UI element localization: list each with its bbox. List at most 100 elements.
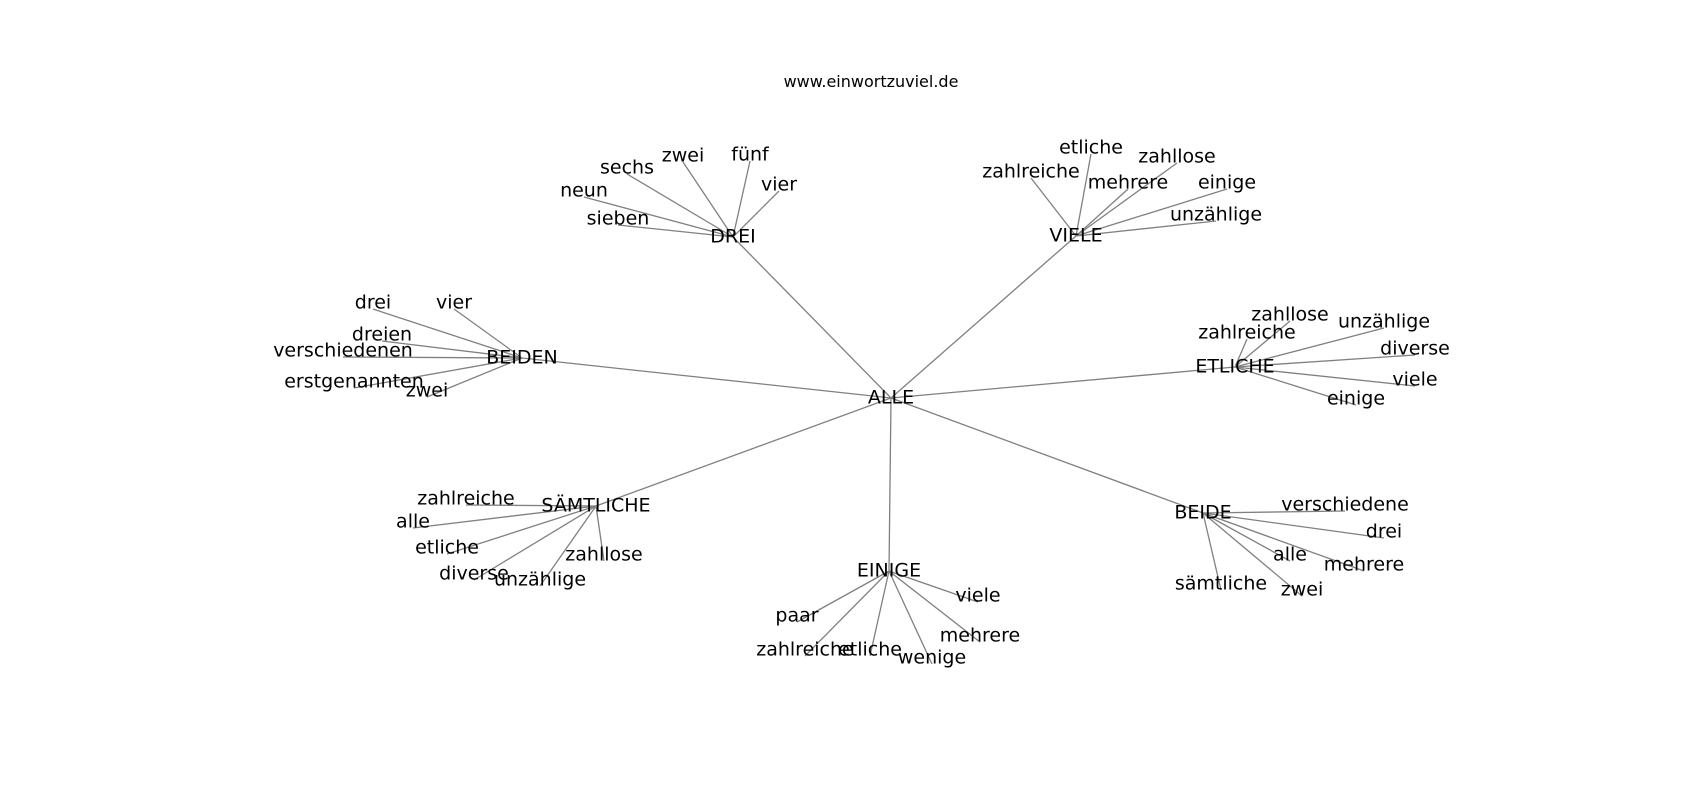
hub-to-leaf-edge bbox=[1202, 510, 1346, 514]
hub-to-leaf-edge bbox=[412, 505, 597, 529]
leaf-node-label: zwei bbox=[406, 380, 448, 402]
hub-node-label: SÄMTLICHE bbox=[541, 494, 650, 517]
root-to-hub-edge bbox=[890, 235, 1077, 399]
hub-to-leaf-edge bbox=[888, 570, 981, 643]
hub-node-label: ETLICHE bbox=[1195, 356, 1274, 378]
root-to-hub-edge bbox=[595, 397, 892, 507]
hub-to-leaf-edge bbox=[446, 505, 597, 555]
leaf-node-label: diverse bbox=[1380, 338, 1450, 360]
hub-to-leaf-edge bbox=[465, 504, 597, 507]
leaf-node-label: zahlreiche bbox=[417, 488, 514, 510]
hub-to-leaf-edge bbox=[732, 160, 751, 238]
leaf-node-label: mehrere bbox=[940, 625, 1020, 647]
leaf-node-label: fünf bbox=[731, 144, 770, 166]
root-to-hub-edge bbox=[521, 357, 892, 399]
hub-to-leaf-edge bbox=[1075, 220, 1217, 237]
hub-to-leaf-edge bbox=[888, 570, 979, 603]
leaf-node-label: vier bbox=[436, 292, 472, 314]
hub-to-leaf-edge bbox=[1234, 320, 1291, 368]
leaf-node-label: zahlreiche bbox=[1198, 322, 1295, 344]
leaf-node-label: etliche bbox=[1059, 137, 1123, 159]
hub-to-leaf-edge bbox=[453, 308, 523, 359]
hub-to-leaf-edge bbox=[1202, 512, 1365, 572]
hub-to-leaf-edge bbox=[1075, 188, 1129, 237]
hub-to-leaf-edge bbox=[1030, 177, 1077, 237]
leaf-node-label: diverse bbox=[439, 563, 509, 585]
leaf-node-label: dreien bbox=[352, 324, 412, 346]
leaf-node-label: neun bbox=[560, 180, 608, 202]
leaf-node-label: unzählige bbox=[494, 569, 586, 591]
hub-to-leaf-edge bbox=[381, 340, 523, 359]
leaf-node-label: etliche bbox=[838, 639, 902, 661]
hub-to-leaf-edge bbox=[1075, 162, 1178, 237]
hub-to-leaf-edge bbox=[888, 570, 933, 665]
leaf-node-label: etliche bbox=[415, 537, 479, 559]
leaf-node-label: verschiedene bbox=[1281, 494, 1409, 516]
leaf-node-label: einige bbox=[1198, 172, 1256, 194]
leaf-node-label: einige bbox=[1327, 388, 1385, 410]
root-to-hub-edge bbox=[890, 366, 1236, 399]
leaf-node-label: mehrere bbox=[1088, 172, 1168, 194]
leaf-node-label: unzählige bbox=[1338, 311, 1430, 333]
leaf-node-label: vier bbox=[761, 174, 797, 196]
hub-to-leaf-edge bbox=[372, 308, 523, 359]
hub-to-leaf-edge bbox=[1234, 327, 1385, 368]
leaf-node-label: wenige bbox=[898, 647, 966, 669]
hub-to-leaf-edge bbox=[1234, 354, 1416, 368]
leaf-node-label: drei bbox=[1366, 521, 1402, 543]
hub-to-leaf-edge bbox=[732, 190, 780, 238]
leaf-node-label: viele bbox=[955, 585, 1000, 607]
leaf-node-label: verschiedenen bbox=[273, 340, 413, 362]
hub-to-leaf-edge bbox=[869, 570, 890, 657]
page-title: www.einwortzuviel.de bbox=[783, 72, 959, 91]
leaf-node-label: zahllose bbox=[1138, 146, 1215, 168]
hub-to-leaf-edge bbox=[595, 505, 605, 562]
hub-node-label: BEIDE bbox=[1174, 502, 1231, 524]
leaf-node-label: alle bbox=[1273, 544, 1307, 566]
hub-to-leaf-edge bbox=[1202, 512, 1222, 591]
hub-to-leaf-edge bbox=[804, 570, 890, 657]
leaf-node-label: zahllose bbox=[565, 544, 642, 566]
hub-node-label: EINIGE bbox=[857, 560, 921, 582]
leaf-node-label: unzählige bbox=[1170, 204, 1262, 226]
edges-layer bbox=[342, 153, 1416, 665]
leaf-node-label: alle bbox=[396, 511, 430, 533]
hub-to-leaf-edge bbox=[1075, 153, 1092, 237]
hub-to-leaf-edge bbox=[1202, 512, 1385, 539]
root-node-label: ALLE bbox=[868, 387, 914, 409]
hub-to-leaf-edge bbox=[473, 505, 597, 581]
hub-node-label: BEIDEN bbox=[486, 347, 558, 369]
leaf-node-label: mehrere bbox=[1324, 554, 1404, 576]
leaf-node-label: sechs bbox=[600, 157, 654, 179]
hub-node-label: VIELE bbox=[1049, 225, 1102, 247]
labels-layer: ALLE DREI fünf zwei sechs vier neun siebenVIELE… bbox=[273, 137, 1450, 669]
hub-to-leaf-edge bbox=[1202, 512, 1291, 562]
hub-to-leaf-edge bbox=[1075, 188, 1228, 237]
leaf-node-label: sämtliche bbox=[1175, 573, 1267, 595]
hub-to-leaf-edge bbox=[1234, 338, 1248, 368]
leaf-node-label: paar bbox=[775, 605, 818, 627]
leaf-node-label: erstgenannten bbox=[284, 371, 424, 393]
hub-to-leaf-edge bbox=[1202, 512, 1303, 597]
hub-to-leaf-edge bbox=[1234, 366, 1357, 406]
root-to-hub-edge bbox=[732, 236, 892, 399]
hub-to-leaf-edge bbox=[583, 196, 734, 238]
leaf-node-label: zahllose bbox=[1251, 304, 1328, 326]
leaf-node-label: viele bbox=[1392, 369, 1437, 391]
hub-node-label: DREI bbox=[710, 226, 755, 248]
root-to-hub-edge bbox=[890, 397, 1204, 514]
hub-to-leaf-edge bbox=[342, 356, 523, 359]
hub-to-leaf-edge bbox=[426, 357, 523, 398]
leaf-node-label: zwei bbox=[662, 145, 704, 167]
hub-to-leaf-edge bbox=[617, 224, 734, 238]
hub-to-leaf-edge bbox=[626, 173, 734, 238]
leaf-node-label: sieben bbox=[587, 208, 650, 230]
root-to-hub-edge bbox=[888, 397, 892, 572]
leaf-node-label: drei bbox=[355, 292, 391, 314]
leaf-node-label: zahlreiche bbox=[756, 639, 853, 661]
leaf-node-label: zwei bbox=[1281, 579, 1323, 601]
hub-to-leaf-edge bbox=[539, 505, 597, 587]
hub-to-leaf-edge bbox=[796, 570, 890, 623]
leaf-node-label: zahlreiche bbox=[982, 161, 1079, 183]
